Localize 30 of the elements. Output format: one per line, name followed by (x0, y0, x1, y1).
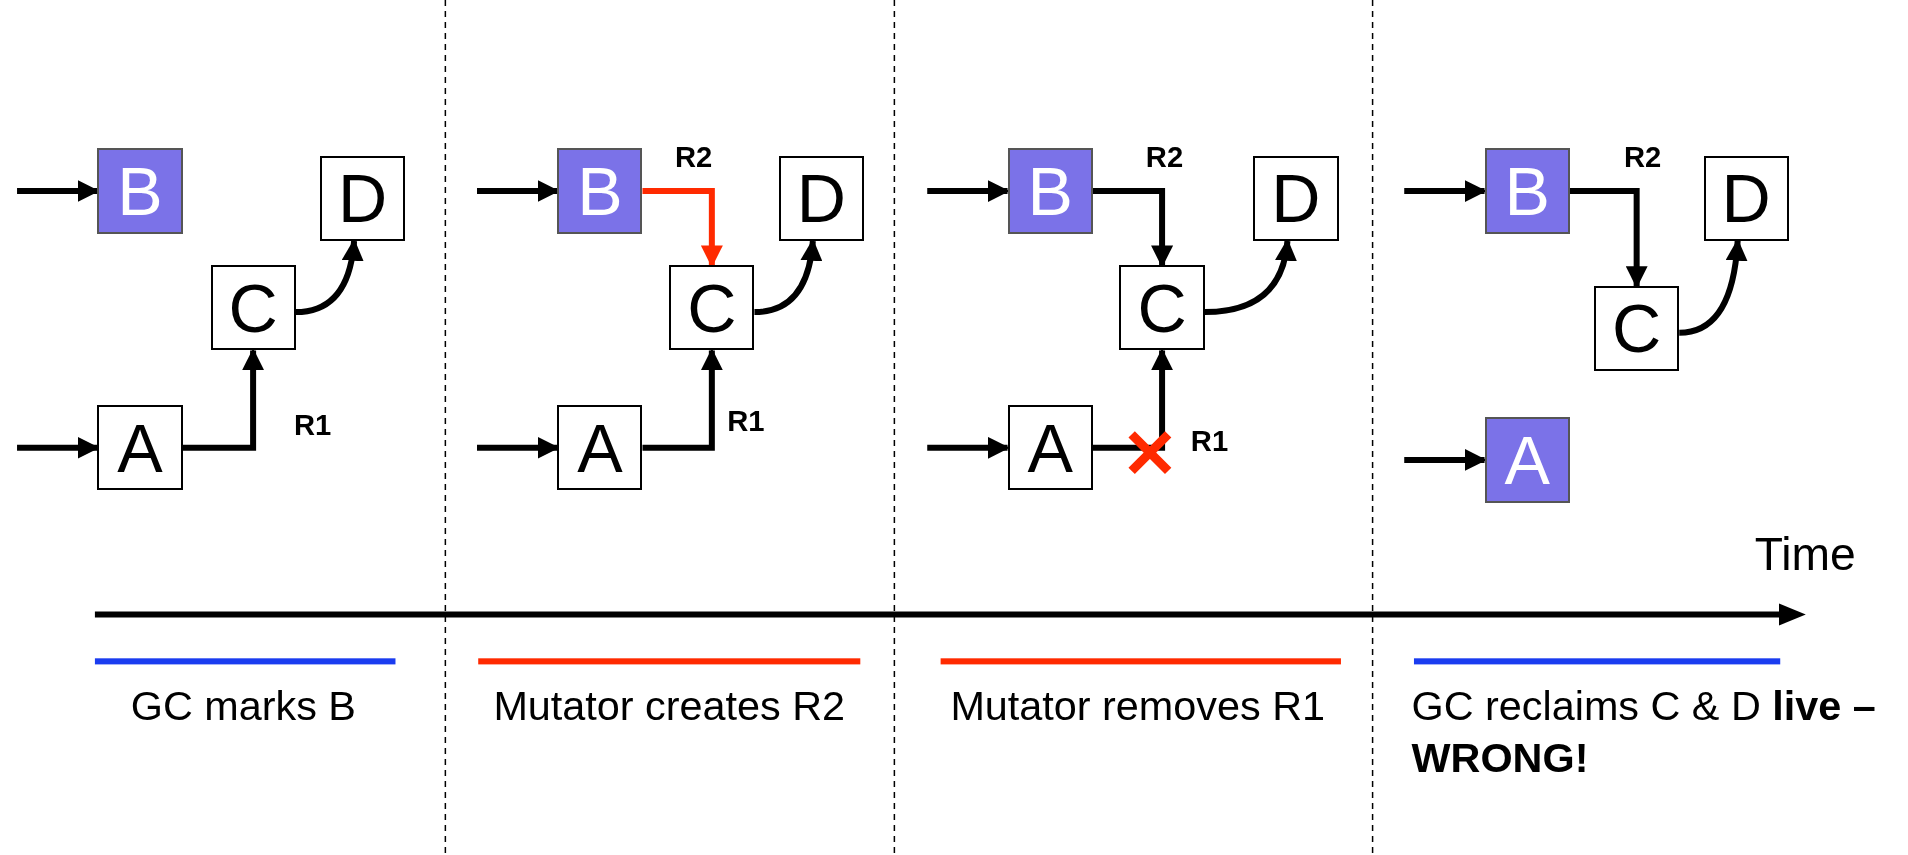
arrow (642, 188, 723, 268)
object-box: C (669, 265, 755, 351)
arrow (182, 348, 265, 451)
object-box: A (97, 405, 183, 491)
object-box: A (557, 405, 643, 491)
object-box: C (1119, 265, 1205, 351)
object-box: B (1007, 148, 1093, 234)
object-box: D (778, 155, 864, 241)
arrow (754, 238, 822, 316)
object-box: C (210, 265, 296, 351)
axis-label: Time (1753, 526, 1856, 582)
object-box: A (1484, 417, 1570, 503)
phase-caption: GC marks B (129, 682, 357, 732)
phase-caption: Mutator removes R1 (949, 682, 1327, 732)
object-box: D (1703, 155, 1789, 241)
arrow (1204, 238, 1296, 316)
object-box: B (557, 148, 643, 234)
arrow (295, 238, 363, 316)
arrow (1092, 348, 1174, 451)
object-box: A (1007, 405, 1093, 491)
arrow (642, 348, 723, 451)
arrow (1092, 188, 1174, 268)
object-box: D (1253, 155, 1339, 241)
object-box: B (97, 148, 183, 234)
phase-caption: Mutator creates R2 (492, 682, 847, 732)
object-box: B (1484, 148, 1570, 234)
phase-caption: GC reclaims C & D live – WRONG! (1411, 682, 1877, 784)
object-box: C (1594, 285, 1680, 372)
arrow (1679, 238, 1748, 336)
object-box: D (320, 155, 406, 241)
